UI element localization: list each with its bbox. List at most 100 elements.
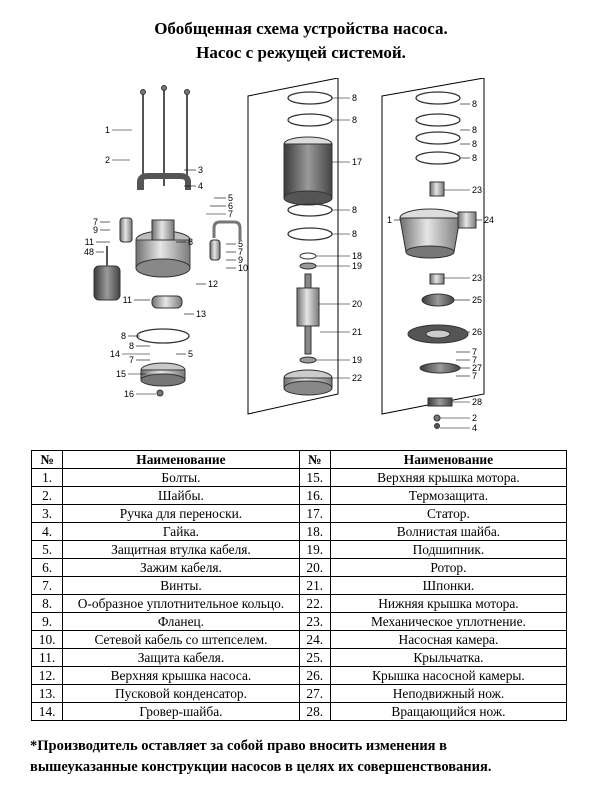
part-number: 14. [30,702,64,721]
part-name: Защитная втулка кабеля. [62,540,300,559]
callout-number: 10 [238,263,248,273]
callout-number: 19 [352,355,362,365]
part-name: Винты. [62,576,300,595]
callout-number: 8 [352,229,357,239]
header-name-2: Наименование [329,450,568,469]
part-number: 18. [298,522,331,541]
part-name: Зажим кабеля. [62,558,300,577]
callout-number: 7 [93,217,98,227]
callout-number: 2 [472,413,477,423]
motor-assembly [283,91,333,396]
callout-number: 13 [196,309,206,319]
callout-number: 26 [472,327,482,337]
part-name: Защита кабеля. [62,648,300,667]
part-number: 8. [30,594,64,613]
table-row: 7.Винты.21.Шпонки. [30,576,568,595]
table-row: 4.Гайка.18.Волнистая шайба. [30,522,568,541]
part-number: 26. [298,666,331,685]
part-name: Шайбы. [62,486,300,505]
header-name-1: Наименование [62,450,300,469]
table-row: 6.Зажим кабеля.20.Ротор. [30,558,568,577]
part-name: Фланец. [62,612,300,631]
part-number: 28. [298,702,331,721]
part-name: Механическое уплотнение. [329,612,568,631]
callout-number: 21 [352,327,362,337]
part-number: 5. [30,540,64,559]
callout-number: 4 [472,423,477,433]
part-name: Шпонки. [329,576,568,595]
callout-number: 20 [352,299,362,309]
part-name: Верхняя крышка мотора. [329,468,568,487]
part-name: Болты. [62,468,300,487]
parts-table: № Наименование № Наименование 1.Болты.15… [30,450,568,721]
part-name: Статор. [329,504,568,523]
callout-number: 4 [198,181,203,191]
part-name: Вращающийся нож. [329,702,568,721]
table-row: 8.О-образное уплотнительное кольцо.22.Ни… [30,594,568,613]
part-name: Крышка насосной камеры. [329,666,568,685]
part-number: 2. [30,486,64,505]
callout-number: 25 [472,295,482,305]
callout-number: 14 [110,349,120,359]
part-number: 3. [30,504,64,523]
table-row: 1.Болты.15.Верхняя крышка мотора. [30,468,568,487]
callout-number: 15 [116,369,126,379]
callout-number: 7 [238,247,243,257]
part-number: 20. [298,558,331,577]
table-row: 12.Верхняя крышка насоса.26.Крышка насос… [30,666,568,685]
part-name: Ротор. [329,558,568,577]
part-name: Ручка для переноски. [62,504,300,523]
part-number: 16. [298,486,331,505]
callout-number: 7 [472,371,477,381]
callout-number: 11 [85,237,94,247]
pump-chamber-assembly [399,91,477,429]
part-name: Крыльчатка. [329,648,568,667]
callout-number: 8 [352,115,357,125]
part-name: Пусковой конденсатор. [62,684,300,703]
part-name: Нижняя крышка мотора. [329,594,568,613]
parts-table-body: 1.Болты.15.Верхняя крышка мотора.2.Шайбы… [30,468,568,721]
callout-number: 9 [238,255,243,265]
part-number: 25. [298,648,331,667]
callout-number: 5 [238,239,243,249]
part-number: 9. [30,612,64,631]
part-number: 11. [30,648,64,667]
callout-number: 48 [84,247,94,257]
part-name: Термозащита. [329,486,568,505]
footnote: *Производитель оставляет за собой право … [30,736,580,778]
part-name: Верхняя крышка насоса. [62,666,300,685]
callout-number: 23 [472,185,482,195]
part-number: 24. [298,630,331,649]
table-row: 11.Защита кабеля.25.Крыльчатка. [30,648,568,667]
footnote-line-1: *Производитель оставляет за собой право … [30,738,447,754]
table-row: 9.Фланец.23.Механическое уплотнение. [30,612,568,631]
page-subtitle: Насос с режущей системой. [196,43,406,62]
part-number: 1. [30,468,64,487]
callout-number: 9 [93,225,98,235]
callout-number: 2 [105,155,110,165]
callout-number: 8 [472,99,477,109]
table-row: 5.Защитная втулка кабеля.19.Подшипник. [30,540,568,559]
callout-number: 8 [352,93,357,103]
callout-number: 5 [228,193,233,203]
part-name: Насосная камера. [329,630,568,649]
part-number: 4. [30,522,64,541]
part-name: Сетевой кабель со штепселем. [62,630,300,649]
footnote-line-2: вышеуказанные конструкции насосов в целя… [30,759,492,775]
callout-number: 5 [188,349,193,359]
part-number: 27. [298,684,331,703]
part-number: 22. [298,594,331,613]
callout-number: 28 [472,397,482,407]
table-row: 14.Гровер-шайба.28.Вращающийся нож. [30,702,568,721]
part-number: 17. [298,504,331,523]
part-number: 12. [30,666,64,685]
part-name: Гровер-шайба. [62,702,300,721]
callout-number: 12 [208,279,218,289]
callout-number: 17 [352,157,362,167]
callout-number: 8 [121,331,126,341]
callout-number: 16 [124,389,134,399]
part-name: Гайка. [62,522,300,541]
middle-panel-outline [247,78,339,415]
